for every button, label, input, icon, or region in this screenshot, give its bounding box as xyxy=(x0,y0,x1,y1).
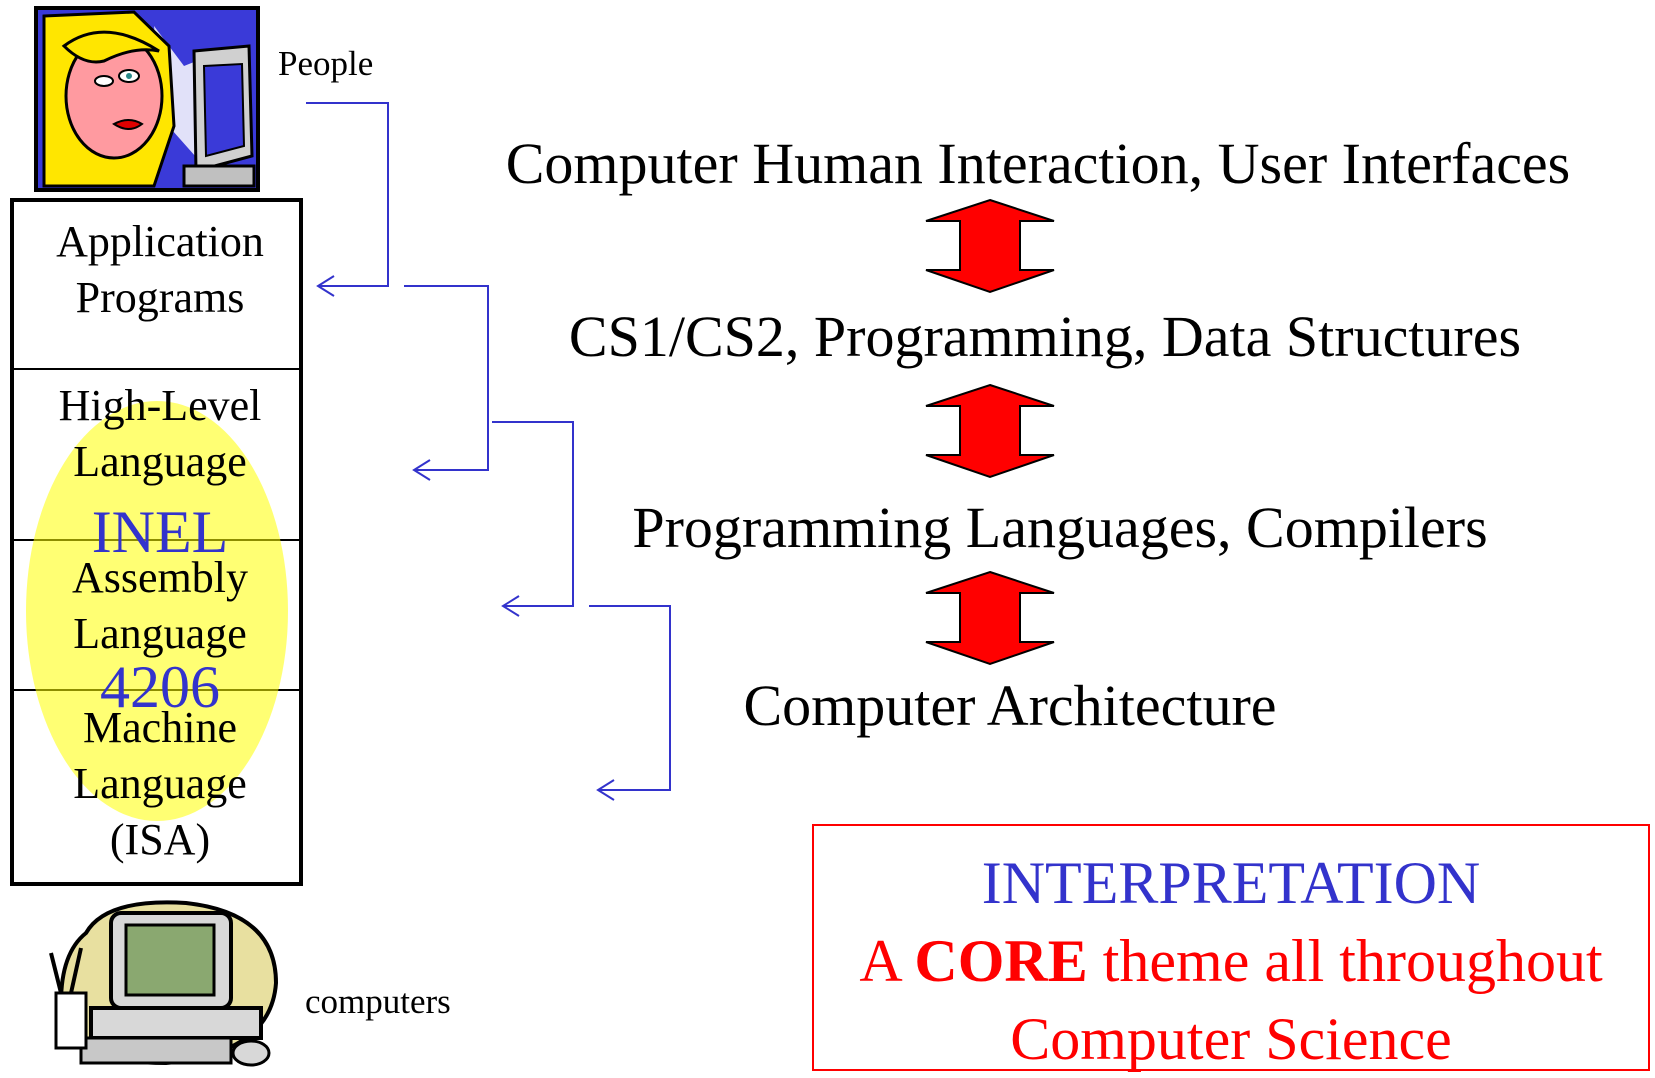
interpretation-title: INTERPRETATION xyxy=(981,850,1481,916)
layer-high-level-language: High-Level Language xyxy=(58,381,262,486)
interpretation-prefix: A xyxy=(859,928,915,994)
woman-at-computer-icon xyxy=(34,6,260,192)
connector-applications-to-hll xyxy=(404,285,489,471)
topic-cs1-cs2: CS1/CS2, Programming, Data Structures xyxy=(568,304,1522,369)
course-number-4206: 4206 xyxy=(100,654,220,720)
arrowhead-icon xyxy=(596,779,615,801)
arrowhead-icon xyxy=(316,275,335,297)
arrowhead-icon xyxy=(412,459,431,481)
people-label: People xyxy=(278,44,374,83)
interpretation-line-3: Computer Science xyxy=(1010,1006,1452,1072)
layer-machine-language: Machine Language (ISA) xyxy=(73,703,247,864)
connector-people-to-applications xyxy=(306,102,389,287)
interpretation-core-word: CORE xyxy=(914,928,1088,994)
interpretation-line-2: A CORE theme all throughout xyxy=(814,922,1648,1000)
layer-assembly-language: Assembly Language xyxy=(72,553,248,658)
inel-highlight-ellipse xyxy=(26,401,288,821)
topic-programming-languages: Programming Languages, Compilers xyxy=(632,495,1488,560)
layer-application-programs: Application Programs xyxy=(56,217,264,322)
connector-assembly-to-machine xyxy=(589,605,671,791)
interpretation-suffix: theme all throughout xyxy=(1087,928,1603,994)
interpretation-box: INTERPRETATION A CORE theme all througho… xyxy=(812,824,1650,1072)
stack-divider xyxy=(14,368,299,370)
topic-computer-human-interaction: Computer Human Interaction, User Interfa… xyxy=(505,131,1571,196)
connector-hll-to-assembly xyxy=(492,421,574,607)
desktop-computer-icon xyxy=(49,900,279,1067)
course-name-inel: INEL xyxy=(91,499,229,565)
topic-computer-architecture: Computer Architecture xyxy=(743,673,1277,738)
arrowhead-icon xyxy=(501,595,520,617)
computers-label: computers xyxy=(305,982,451,1021)
